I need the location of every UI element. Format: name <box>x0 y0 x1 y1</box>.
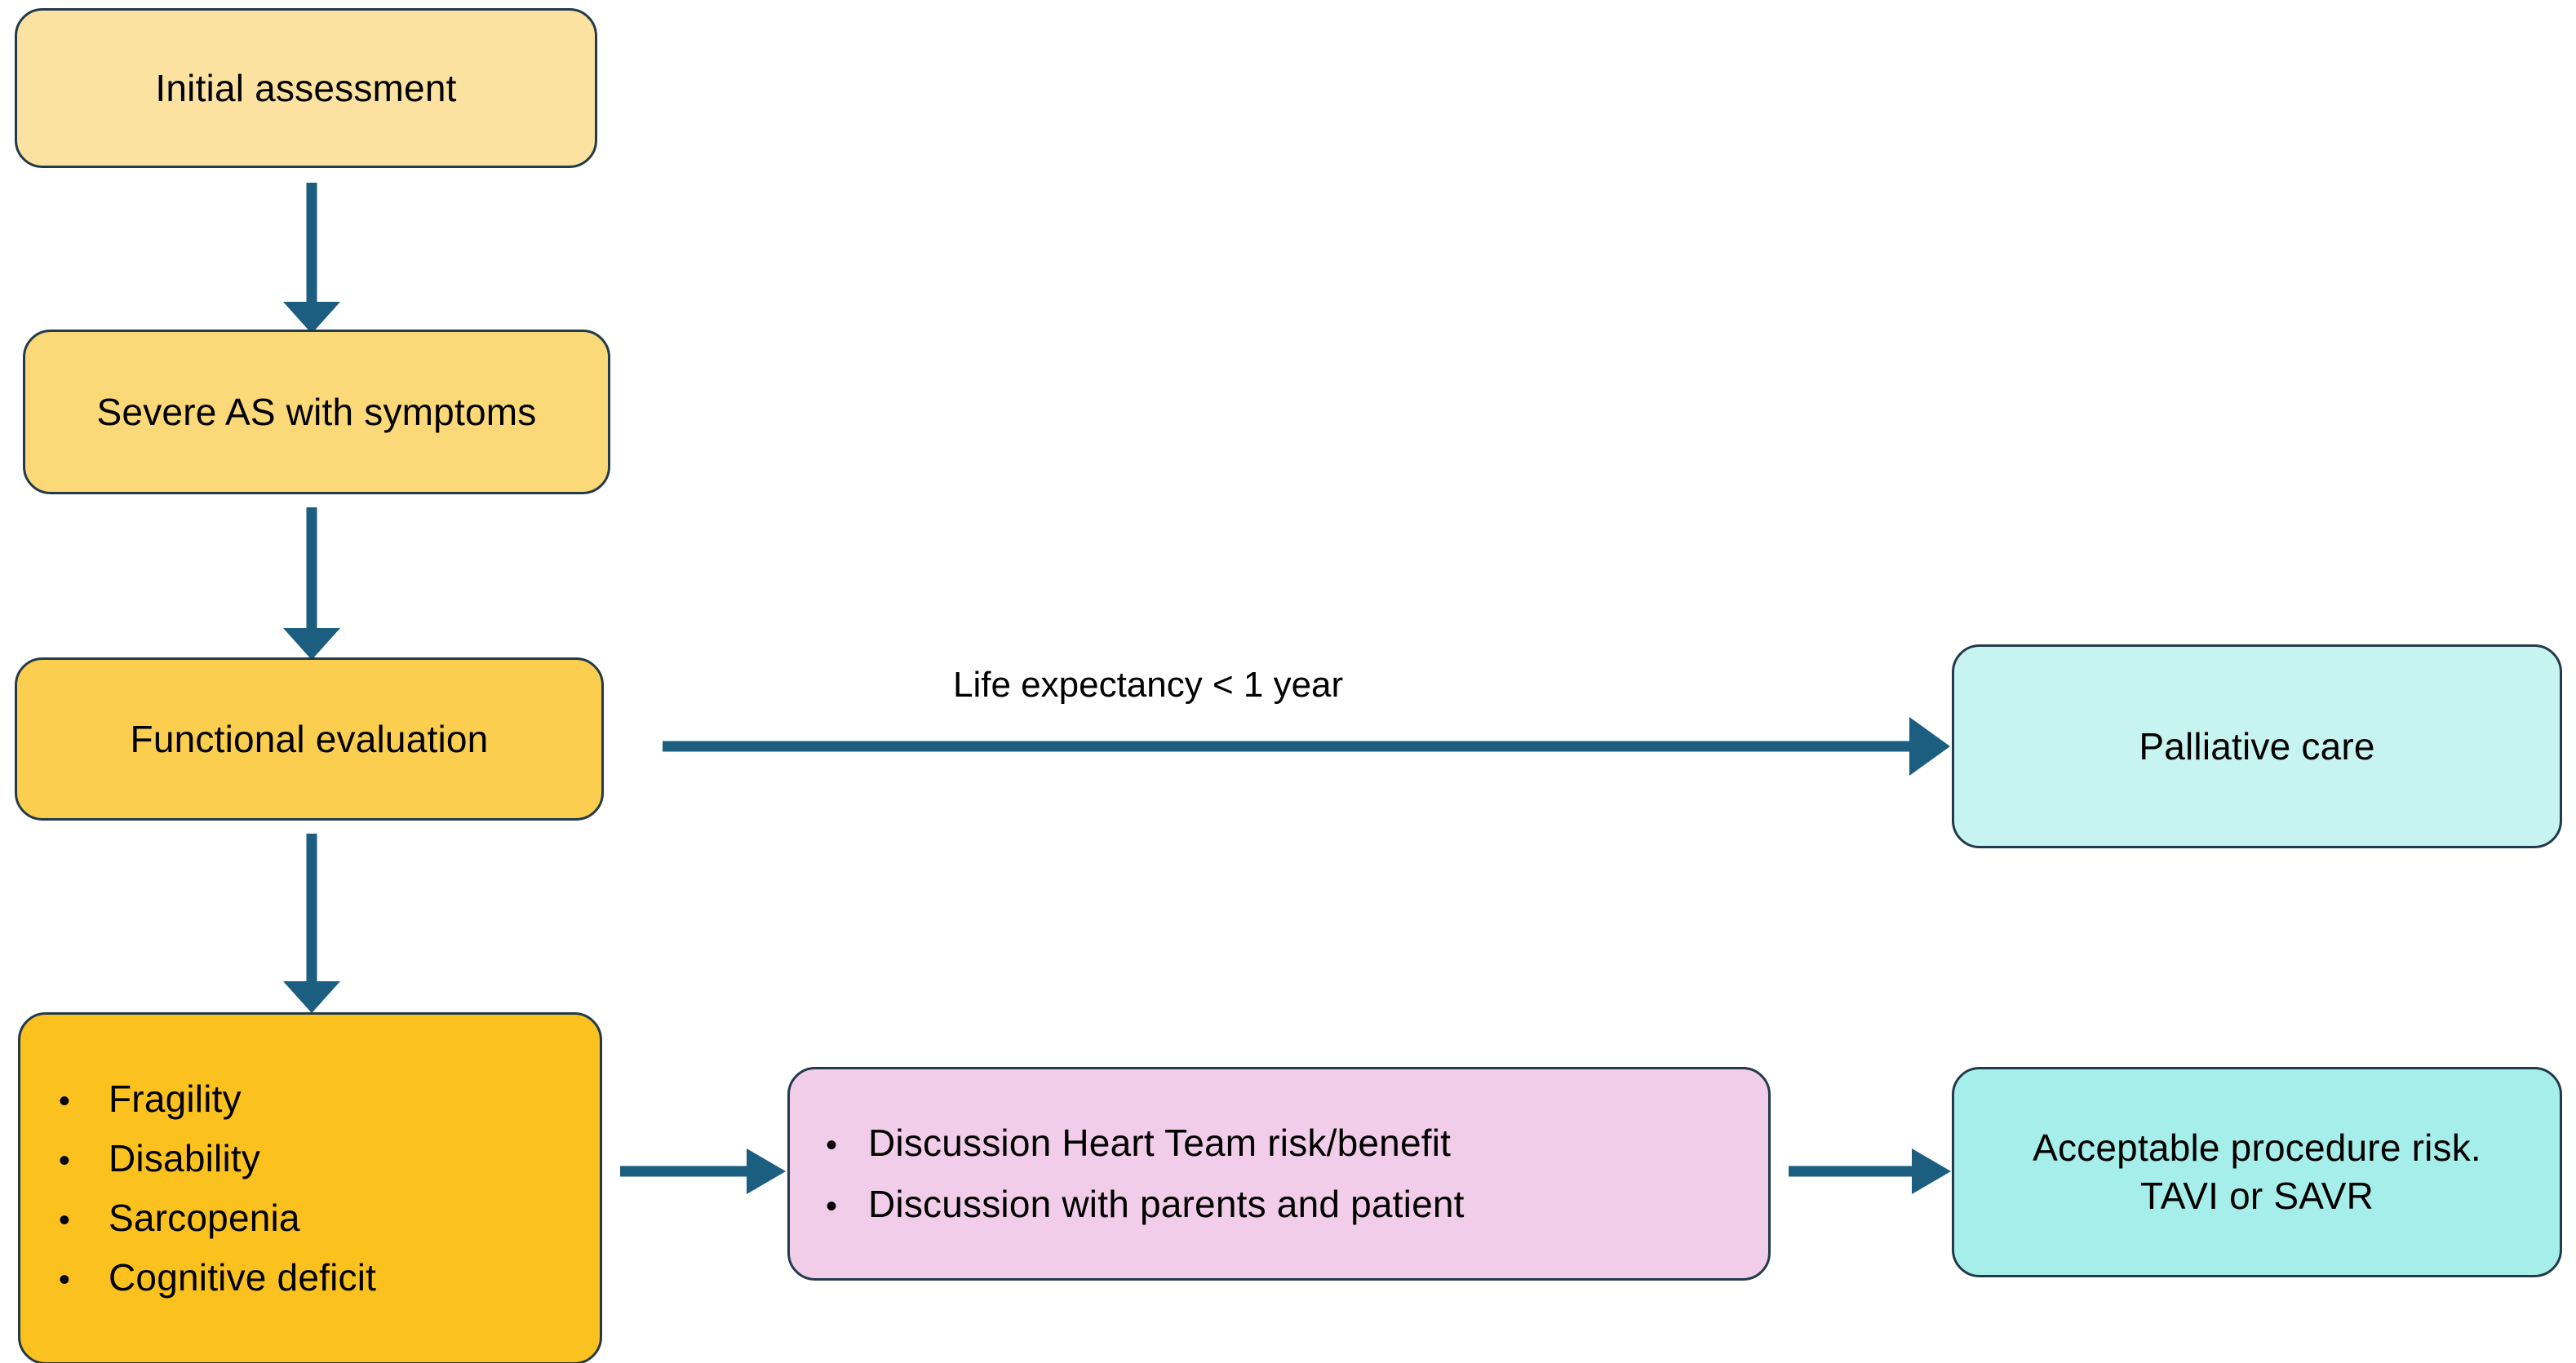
node-initial-assessment-label: Initial assessment <box>155 66 457 109</box>
node-acceptable-risk-text: Acceptable procedure risk. TAVI or SAVR <box>1954 1124 2560 1220</box>
node-acceptable-risk-line1: Acceptable procedure risk. <box>2033 1126 2481 1170</box>
node-palliative-care[interactable]: Palliative care <box>1952 644 2562 848</box>
list-item: • Discussion Heart Team risk/benefit <box>826 1119 1768 1167</box>
bullet-icon: • <box>58 1261 71 1298</box>
list-item-label: Fragility <box>109 1078 242 1121</box>
node-heart-team[interactable]: • Discussion Heart Team risk/benefit • D… <box>787 1067 1771 1281</box>
node-geriatric-domains[interactable]: • Fragility • Disability • Sarcopenia • … <box>18 1012 602 1363</box>
list-item-label: Disability <box>109 1137 261 1180</box>
list-item-label: Sarcopenia <box>109 1197 300 1239</box>
edge-functional-to-palliative <box>663 717 1950 776</box>
list-item-label: Discussion with parents and patient <box>868 1183 1465 1225</box>
edge-heart-team-to-acceptable-risk <box>1789 1148 1951 1194</box>
bullet-icon: • <box>826 1127 838 1164</box>
node-functional-evaluation-label: Functional evaluation <box>130 717 489 760</box>
bullet-icon: • <box>58 1143 71 1179</box>
edge-label-life-expectancy: Life expectancy < 1 year <box>953 665 1344 705</box>
list-item: • Disability <box>20 1135 600 1183</box>
heart-team-list: • Discussion Heart Team risk/benefit • D… <box>826 1106 1768 1241</box>
list-item: • Fragility <box>20 1075 600 1123</box>
list-item-label: Cognitive deficit <box>109 1255 377 1299</box>
edge-severe-to-functional <box>283 507 340 660</box>
node-acceptable-risk[interactable]: Acceptable procedure risk. TAVI or SAVR <box>1952 1067 2562 1277</box>
bullet-icon: • <box>826 1188 838 1224</box>
node-functional-evaluation[interactable]: Functional evaluation <box>15 657 604 821</box>
geriatric-domains-list: • Fragility • Disability • Sarcopenia • … <box>20 1064 600 1313</box>
node-severe-as-label: Severe AS with symptoms <box>96 390 537 433</box>
node-acceptable-risk-line2: TAVI or SAVR <box>2139 1175 2374 1217</box>
edge-geriatric-to-heart-team <box>620 1148 786 1194</box>
list-item: • Sarcopenia <box>20 1194 600 1242</box>
node-severe-as[interactable]: Severe AS with symptoms <box>23 330 610 494</box>
list-item: • Cognitive deficit <box>20 1254 600 1302</box>
bullet-icon: • <box>58 1083 71 1120</box>
node-palliative-care-label: Palliative care <box>2139 724 2375 768</box>
node-initial-assessment[interactable]: Initial assessment <box>15 8 597 168</box>
edge-initial-to-severe <box>283 183 340 334</box>
list-item: • Discussion with parents and patient <box>826 1180 1768 1228</box>
edge-functional-to-geriatric <box>283 834 340 1013</box>
list-item-label: Discussion Heart Team risk/benefit <box>868 1122 1452 1165</box>
bullet-icon: • <box>58 1202 71 1238</box>
